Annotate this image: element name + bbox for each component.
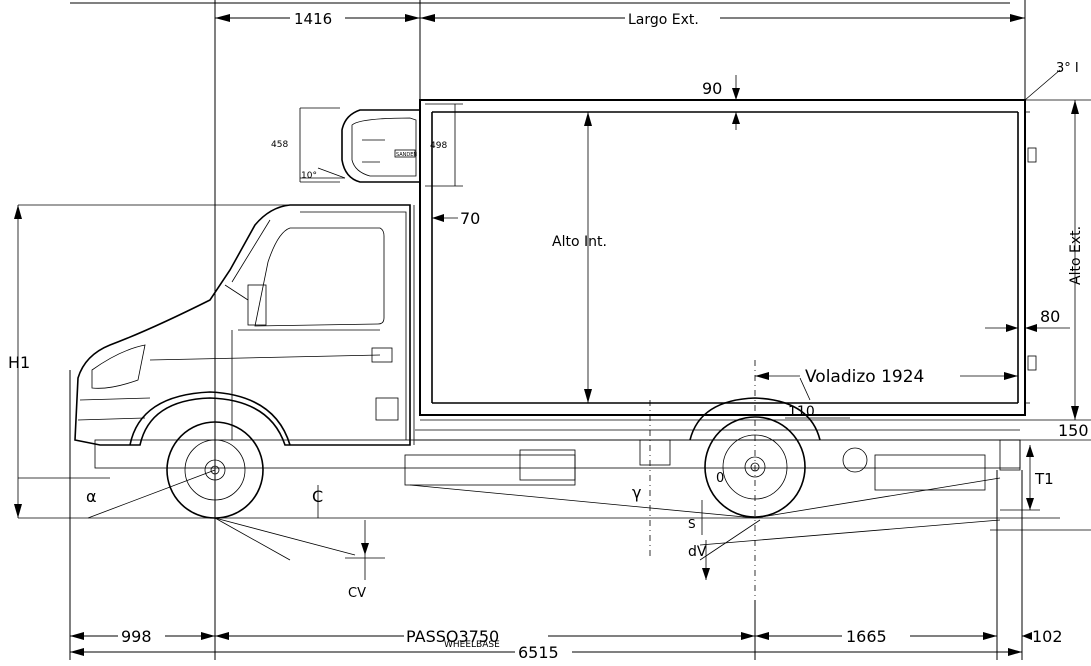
rear-overhang-label: 1665 — [846, 627, 887, 646]
front-wall-label: 70 — [460, 209, 480, 228]
cab-length-label: 1416 — [294, 10, 332, 28]
alto-ext-label: Alto Ext. — [1068, 226, 1084, 285]
refrigeration-unit — [341, 109, 421, 183]
unit-angle-label: 10° — [301, 171, 317, 181]
voladizo-label: Voladizo 1924 — [805, 367, 924, 387]
unit-brand-logo: SANDEN — [396, 152, 417, 158]
o-label: 0 — [716, 471, 724, 486]
dv-label: dV — [688, 544, 707, 560]
front-overhang-label: 998 — [121, 627, 152, 646]
h1-label: H1 — [8, 353, 30, 372]
gamma-label: γ — [632, 483, 641, 502]
chassis — [94, 429, 1021, 491]
rear-wheel — [689, 397, 821, 518]
dim-150-label: 150 — [1058, 421, 1089, 440]
unit-height-inner: 458 — [271, 140, 288, 150]
cv-label: CV — [348, 586, 366, 601]
bottom-dimension-lines — [69, 370, 1032, 660]
roof-thickness-label: 90 — [702, 79, 722, 98]
alpha-label: α — [86, 487, 97, 506]
c-label: C — [312, 487, 323, 506]
unit-height-outer: 498 — [430, 141, 447, 151]
angle-note: 3° I — [1056, 61, 1079, 76]
wheelbase-en-label: WHEELBASE — [444, 640, 500, 650]
t1-label: T1 — [1034, 470, 1054, 488]
wheelbase-label: PASSO3750 — [406, 627, 499, 646]
s-label: S — [688, 517, 696, 531]
alto-int-label: Alto Int. — [552, 234, 607, 250]
cargo-box — [419, 99, 1037, 421]
dim-110-label: 110 — [788, 404, 815, 420]
angle-leader — [1024, 69, 1061, 101]
rear-wall-label: 80 — [1040, 307, 1060, 326]
top-dimension-lines — [70, 0, 1026, 660]
cab — [74, 204, 411, 446]
total-length-label: 6515 — [518, 643, 559, 661]
rear-bumper-label: 102 — [1032, 627, 1063, 646]
largo-ext-label: Largo Ext. — [628, 12, 699, 28]
